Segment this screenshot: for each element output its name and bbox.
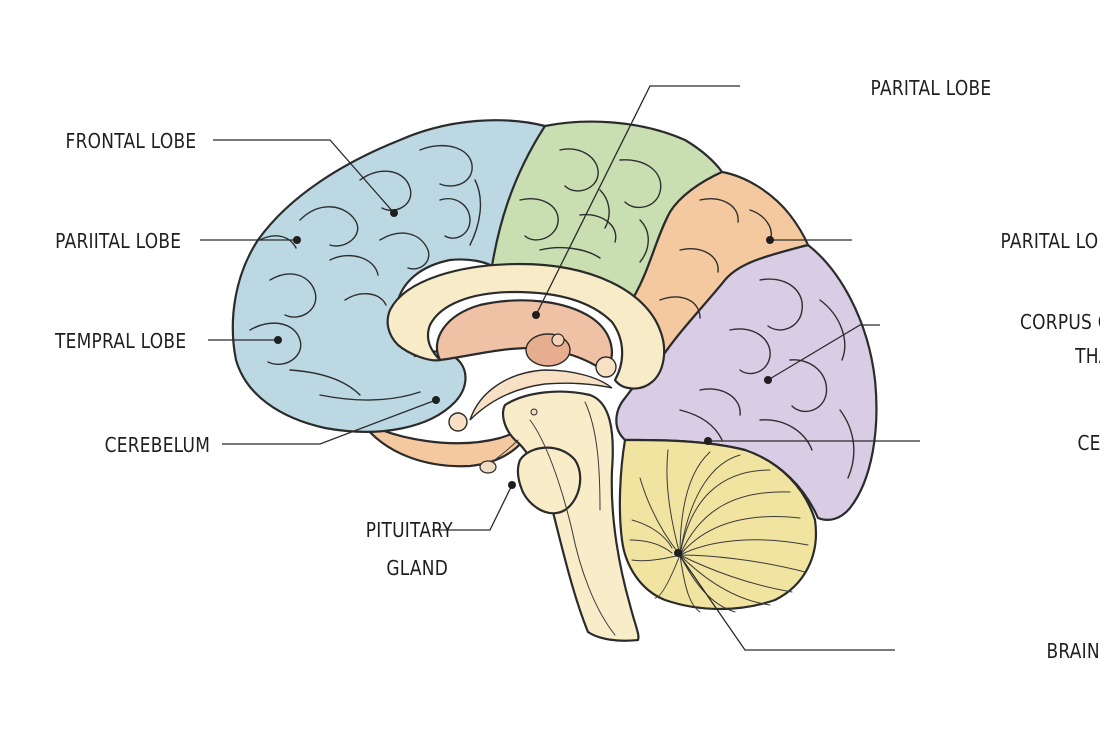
leader-lines <box>200 85 920 651</box>
label-cerebelum: CEREBELUM <box>105 435 211 458</box>
leader-pituitary <box>432 484 513 531</box>
dot-parital-lobe-top <box>532 311 540 319</box>
labels: FRONTAL LOBE PARIITAL LOBE TEMPRAL LOBE … <box>54 78 1100 664</box>
label-pituitary-line1: PITUITARY <box>366 520 453 543</box>
label-thalam: THALAM <box>1074 346 1100 369</box>
dot-parital-lobe-right <box>766 236 774 244</box>
pineal-body <box>551 333 565 347</box>
thalamus-region <box>435 299 613 374</box>
label-parital-lobe-right: PARITAL LOBE <box>1001 231 1100 254</box>
frontal-gyri <box>249 144 482 401</box>
label-corpus-callosum: CORPUS CALLOSUM <box>1020 312 1100 335</box>
cerebellum-region <box>618 438 817 611</box>
pituitary-gland-shape <box>479 460 497 474</box>
dot-corpus-callosum <box>764 376 772 384</box>
dot-brain-stem <box>674 549 682 557</box>
cerebellum-folia <box>629 449 809 613</box>
dot-frontal-lobe <box>390 209 398 217</box>
stem-curve-2 <box>584 401 601 511</box>
small-node <box>530 408 538 416</box>
orange-gyri <box>659 198 772 319</box>
pons-bulge <box>516 446 582 515</box>
colliculus <box>595 356 617 378</box>
label-cerbell: CERBELL <box>1078 433 1100 456</box>
leader-corpus-callosum <box>767 324 880 381</box>
leader-brain-stem <box>677 552 895 651</box>
dot-pituitary <box>508 481 516 489</box>
pituitary-stalk <box>491 439 519 463</box>
label-tempral-lobe: TEMPRAL LOBE <box>54 331 186 354</box>
label-pariital-lobe: PARIITAL LOBE <box>55 231 181 254</box>
occipital-gyri <box>679 278 855 479</box>
fornix <box>469 369 613 421</box>
leader-parital-lobe-top <box>535 85 740 316</box>
label-parital-lobe-top: PARITAL LOBE <box>871 78 992 101</box>
dot-cerebelum <box>432 396 440 404</box>
dot-pariital-lobe <box>293 236 301 244</box>
leader-cerebelum <box>222 399 437 445</box>
mammillary-body <box>448 412 468 432</box>
label-frontal-lobe: FRONTAL LOBE <box>66 131 197 154</box>
label-pituitary-line2: GLAND <box>386 558 448 581</box>
brain-illustration <box>231 119 878 642</box>
dot-tempral-lobe <box>274 336 282 344</box>
label-brain-stem: BRAIN STEM <box>1047 641 1100 664</box>
parietal-gyri <box>519 148 662 263</box>
stem-curve <box>529 419 616 636</box>
leader-frontal-lobe <box>213 139 395 214</box>
dot-cerbell <box>704 437 712 445</box>
